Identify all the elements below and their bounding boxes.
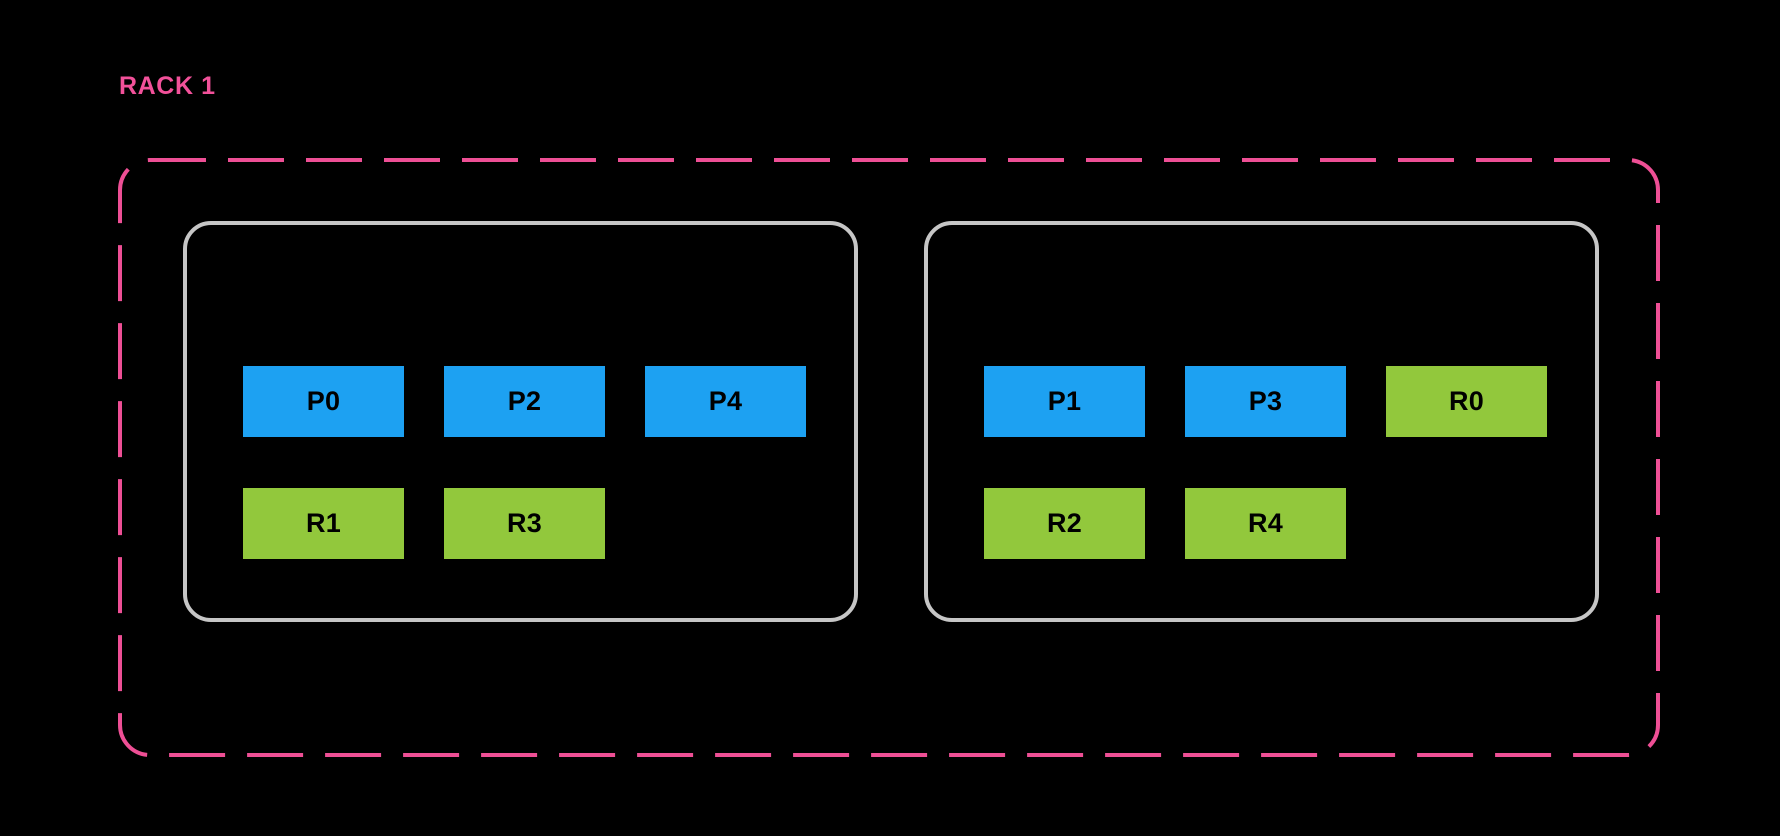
shard-tile-r1[interactable]: R1 — [243, 488, 404, 559]
shard-tile-p0[interactable]: P0 — [243, 366, 404, 437]
shard-tile-r2[interactable]: R2 — [984, 488, 1145, 559]
shard-tile-r0[interactable]: R0 — [1386, 366, 1547, 437]
shard-tile-r4[interactable]: R4 — [1185, 488, 1346, 559]
shard-tile-p3[interactable]: P3 — [1185, 366, 1346, 437]
shard-tile-r3[interactable]: R3 — [444, 488, 605, 559]
rack-label: RACK 1 — [119, 72, 216, 100]
shard-tile-p2[interactable]: P2 — [444, 366, 605, 437]
shard-tile-p1[interactable]: P1 — [984, 366, 1145, 437]
shard-tile-p4[interactable]: P4 — [645, 366, 806, 437]
